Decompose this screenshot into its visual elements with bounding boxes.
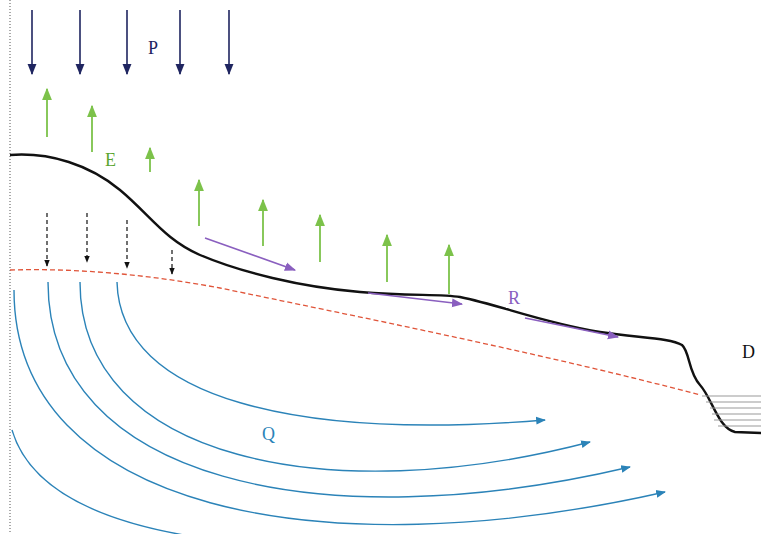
infiltration-arrows xyxy=(47,213,172,274)
evaporation-label: E xyxy=(103,150,118,170)
discharge-label: D xyxy=(740,342,757,362)
precipitation-arrows xyxy=(32,10,229,74)
runoff-label: R xyxy=(506,288,522,308)
precipitation-label: P xyxy=(146,38,160,58)
groundwater-label: Q xyxy=(260,424,277,444)
divide-line xyxy=(10,0,11,534)
runoff-arrows xyxy=(205,238,618,337)
water-table xyxy=(10,270,700,395)
evaporation-arrows xyxy=(47,89,449,294)
groundwater-flowlines xyxy=(12,282,665,534)
water-body xyxy=(702,396,761,426)
